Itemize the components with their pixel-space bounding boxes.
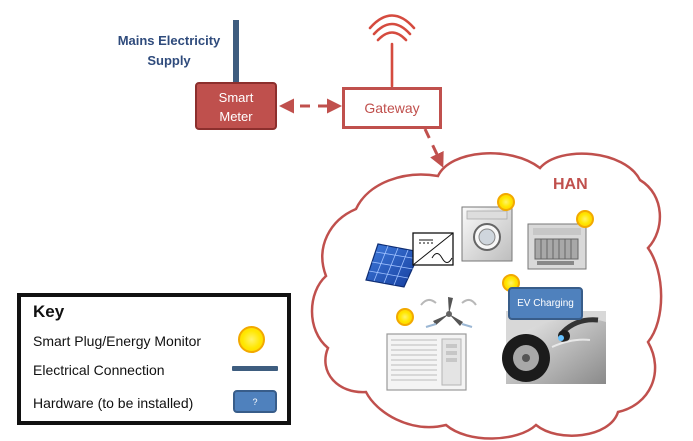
- air-conditioner-icon: [386, 333, 467, 391]
- smart-plug-washing-machine: [497, 193, 515, 211]
- inverter-icon: [412, 232, 454, 266]
- wifi-signal-icon: [368, 14, 416, 88]
- smart-meter-box: Smart Meter: [195, 82, 277, 130]
- han-label: HAN: [553, 176, 588, 193]
- legend-key: Key Smart Plug/Energy Monitor Electrical…: [17, 293, 291, 425]
- gateway-han-link: [423, 128, 444, 168]
- han-cloud: [310, 152, 663, 440]
- mains-supply-line: [233, 20, 239, 82]
- fan-blades-icon: [420, 297, 477, 328]
- electric-vehicle-icon: [502, 311, 606, 384]
- legend-row-electrical-connection: Electrical Connection: [33, 362, 165, 378]
- legend-row-hardware: Hardware (to be installed): [33, 395, 194, 411]
- hardware-box-icon: ?: [233, 390, 277, 413]
- dishwasher-icon: [527, 223, 587, 270]
- gateway-box: Gateway: [342, 87, 442, 129]
- mains-electricity-supply-label: Mains Electricity Supply: [117, 33, 221, 68]
- gateway-label: Gateway: [364, 100, 420, 116]
- hardware-box-label: ?: [252, 396, 258, 407]
- smart-meter-label: Smart Meter: [218, 89, 254, 124]
- solar-panel-icon: [365, 243, 421, 288]
- legend-title: Key: [33, 302, 65, 321]
- washing-machine-icon: [461, 206, 513, 262]
- smart-plug-marker-icon: [238, 326, 265, 353]
- electrical-connection-line-icon: [232, 366, 278, 371]
- smart-plug-dishwasher: [576, 210, 594, 228]
- legend-row-smart-plug: Smart Plug/Energy Monitor: [33, 333, 202, 349]
- ev-charging-label: EV Charging: [517, 297, 574, 309]
- smart-plug-aircon: [396, 308, 414, 326]
- ev-charging-badge: EV Charging: [508, 287, 583, 320]
